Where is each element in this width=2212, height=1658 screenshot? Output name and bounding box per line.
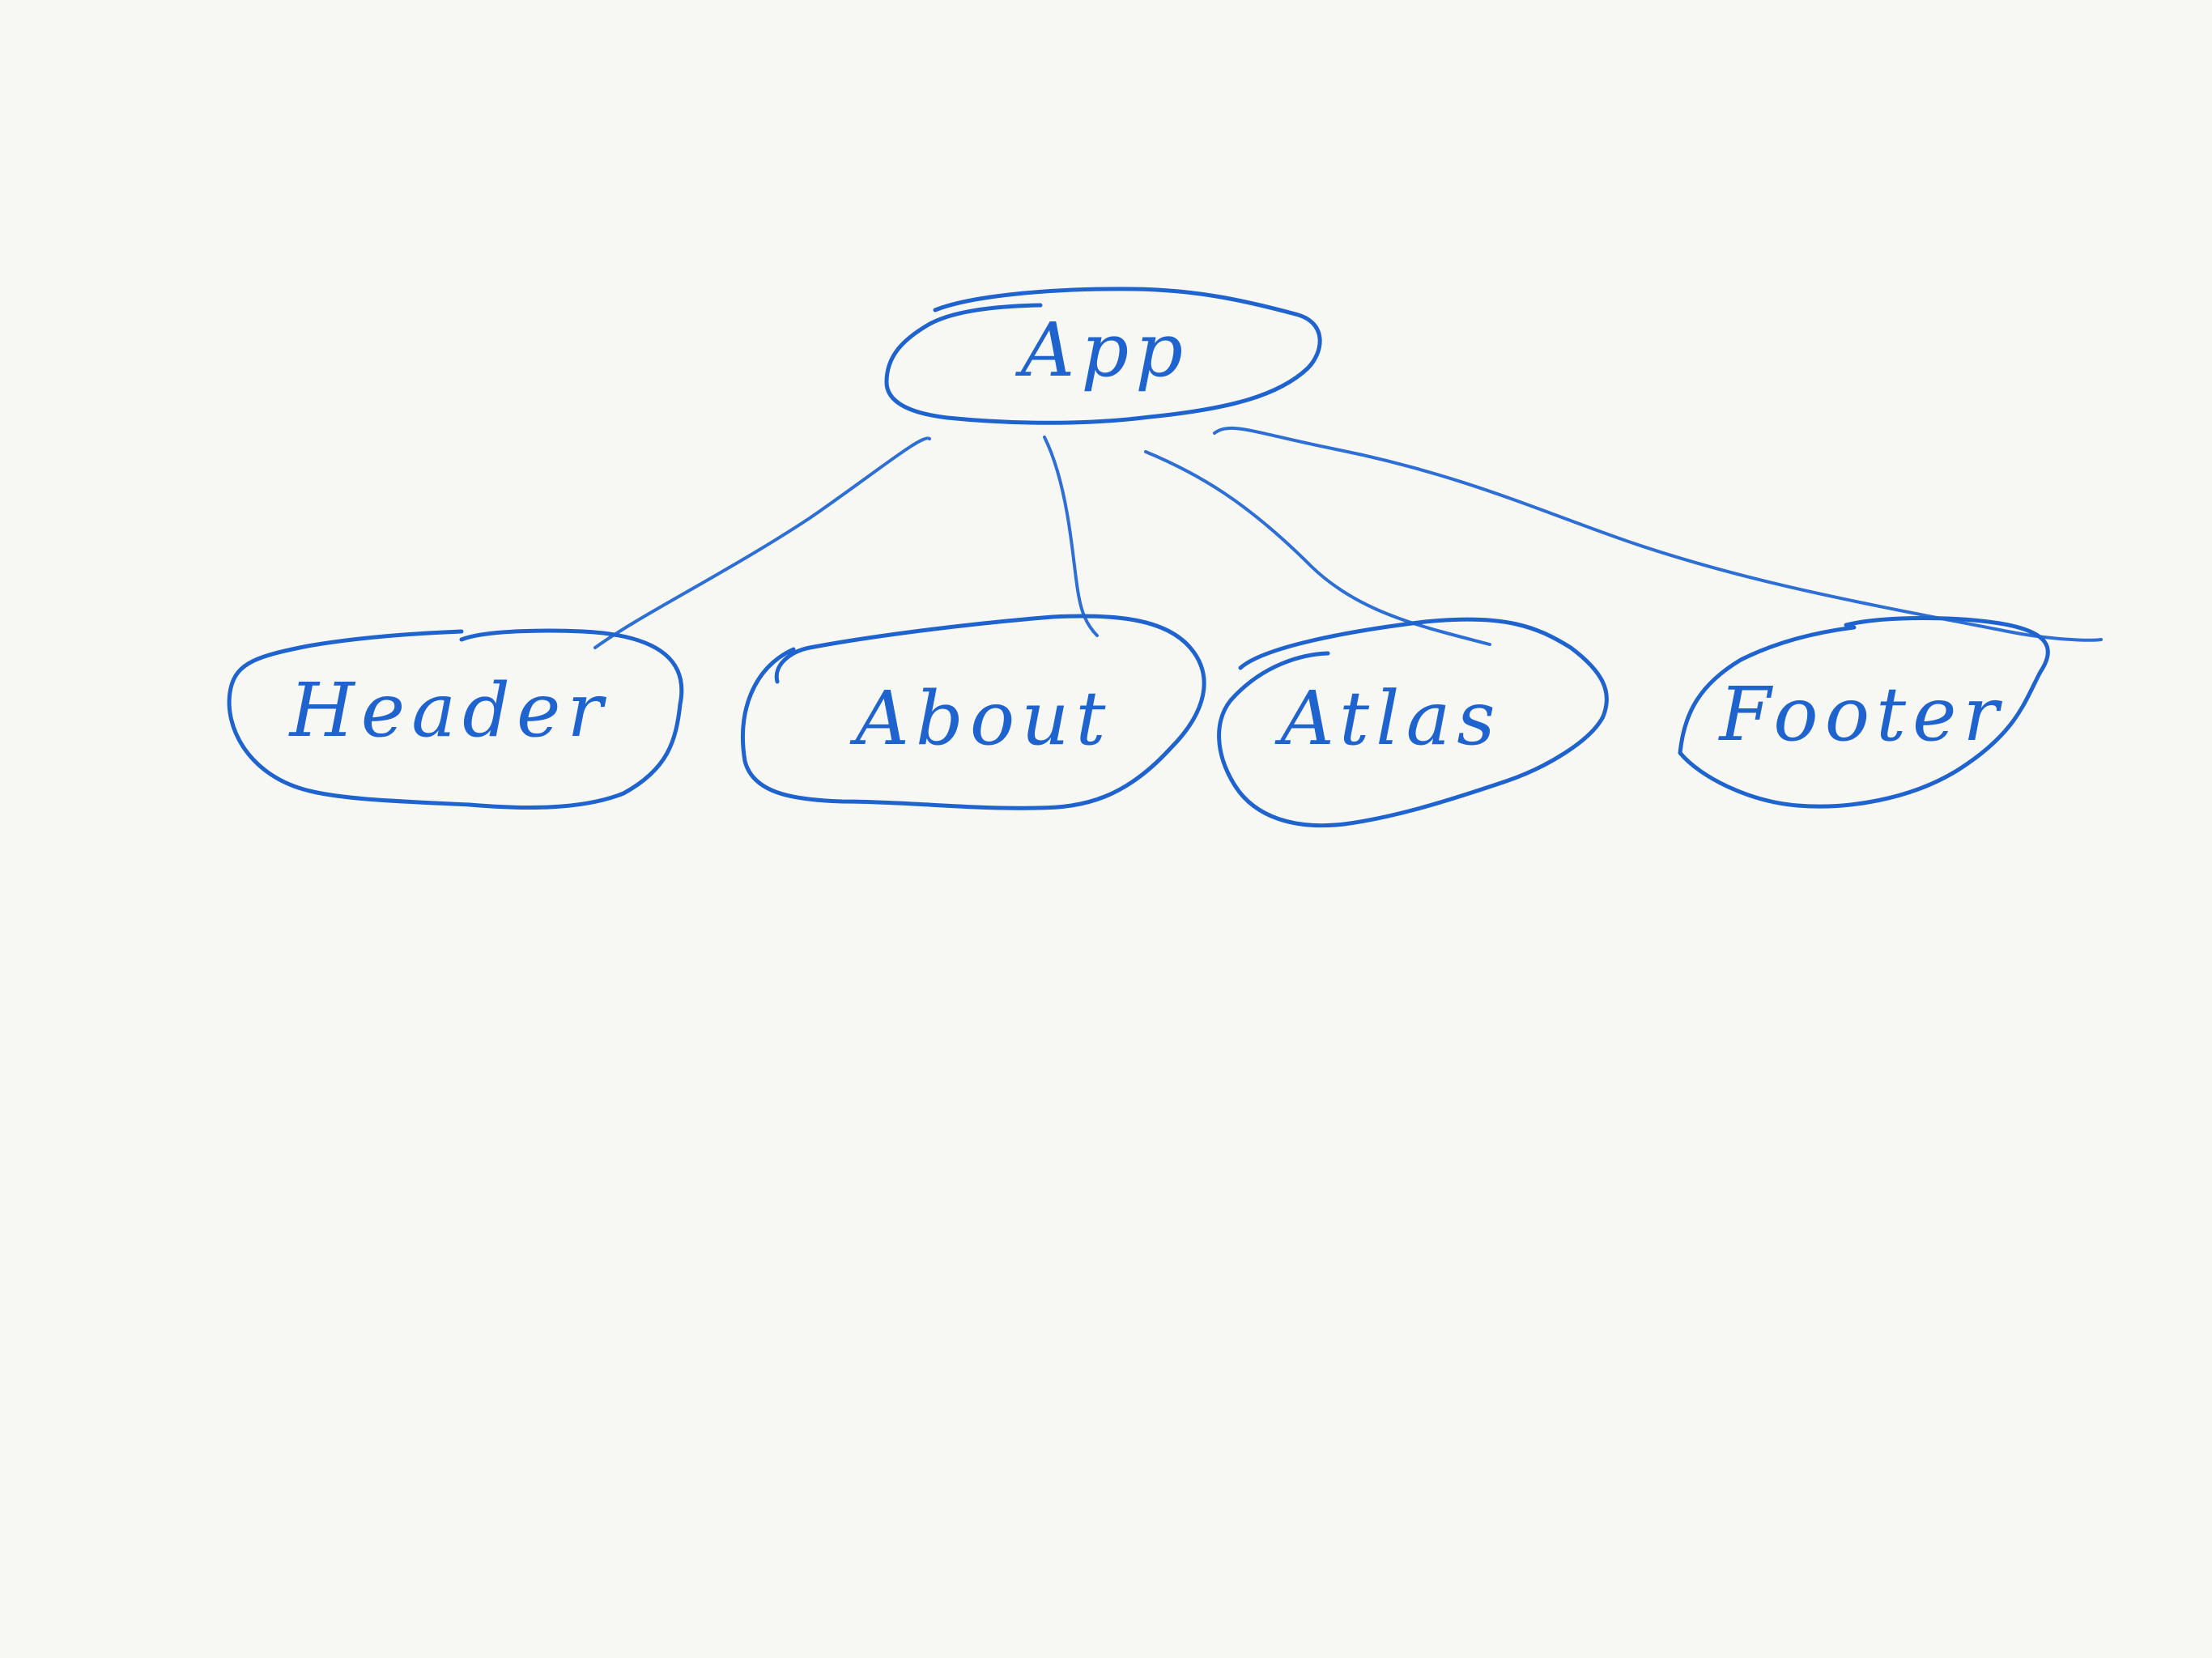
node-app: App (884, 287, 1322, 425)
node-atlas-outline (1217, 617, 1609, 828)
node-about-outline (741, 614, 1206, 810)
node-header: Header (227, 628, 684, 810)
child-nodes: Header About Atlas Footer (227, 614, 2050, 828)
edge-app-atlas (1144, 450, 1491, 646)
edge-app-header (593, 436, 931, 649)
node-atlas: Atlas (1217, 617, 1609, 828)
tree-edges (593, 426, 2103, 649)
node-footer-outline (1678, 616, 2050, 809)
node-header-outline (227, 628, 684, 810)
node-footer-label: Footer (1718, 671, 2006, 758)
node-header-label: Header (288, 667, 610, 754)
node-about-label: About (849, 675, 1112, 762)
node-app-label: App (1015, 307, 1189, 393)
node-about: About (741, 614, 1206, 810)
node-footer: Footer (1678, 616, 2050, 809)
node-atlas-label: Atlas (1274, 675, 1501, 762)
node-app-outline (884, 287, 1322, 425)
edge-app-about (1043, 436, 1099, 637)
edge-app-footer (1213, 426, 2103, 642)
